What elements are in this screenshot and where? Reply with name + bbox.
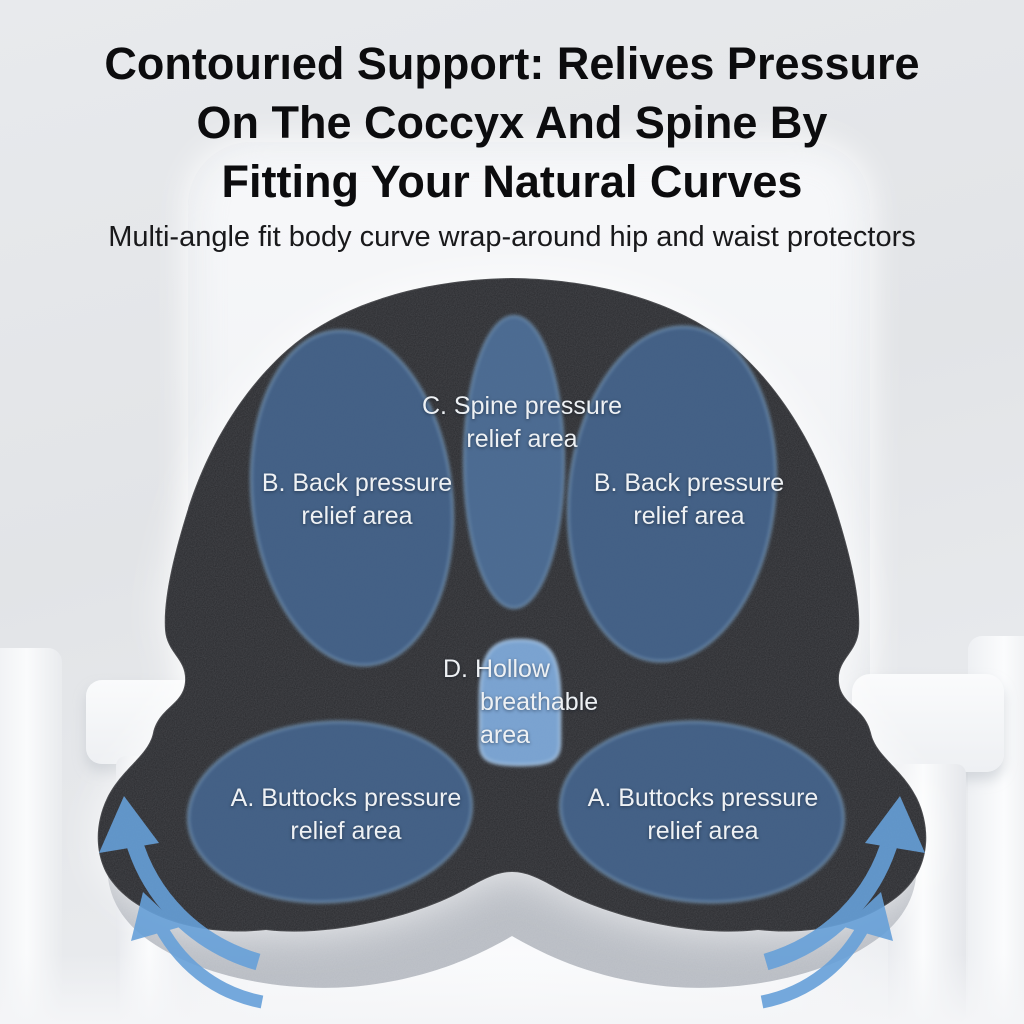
label-buttocks-right-zone: A. Buttocks pressure relief area (588, 782, 819, 848)
label-line: B. Back pressure (261, 469, 453, 497)
page-title-line-2: On The Coccyx And Spine By (196, 97, 828, 148)
label-line: area (480, 721, 531, 749)
label-line: A. Buttocks pressure (230, 784, 462, 812)
label-back-right-zone: B. Back pressure relief area (594, 467, 784, 533)
curved-up-arrow-icon (99, 796, 261, 971)
zone-back-left (249, 329, 455, 667)
zone-spine (462, 314, 566, 610)
zone-hollow (478, 638, 562, 767)
page-title-line-1: Contourıed Support: Relives Pressure (104, 38, 920, 89)
label-line: B. Back pressure (593, 469, 785, 497)
label-line: A. Buttocks pressure (587, 784, 819, 812)
curved-up-arrow-icon (763, 796, 925, 971)
label-line: C. Spine pressure (421, 392, 623, 420)
label-spine-zone: C. Spine pressure relief area (422, 390, 622, 456)
label-hollow-zone: D. Hollow breathable area (443, 653, 598, 752)
curved-up-arrow-small-icon (760, 892, 893, 1009)
label-line: breathable (480, 688, 599, 716)
airflow-arrows-left (99, 796, 264, 1009)
headline-block: Contourıed Support: Relives Pressure On … (0, 34, 1024, 254)
label-line: relief area (633, 502, 745, 530)
page-subtitle: Multi-angle fit body curve wrap-around h… (108, 221, 916, 253)
floor-light (0, 954, 1024, 1024)
label-buttocks-left-zone: A. Buttocks pressure relief area (231, 782, 462, 848)
label-line: relief area (466, 425, 578, 453)
label-line: D. Hollow (443, 655, 550, 683)
page-title-line-3: Fitting Your Natural Curves (221, 156, 803, 207)
curved-up-arrow-small-icon (131, 892, 264, 1009)
zone-buttocks-left (186, 720, 474, 904)
zone-back-right (566, 325, 778, 663)
zone-buttocks-right (558, 720, 846, 904)
label-line: relief area (290, 817, 402, 845)
label-line: relief area (301, 502, 413, 530)
airflow-arrows-right (760, 796, 925, 1009)
label-line: relief area (647, 817, 759, 845)
label-back-left-zone: B. Back pressure relief area (262, 467, 452, 533)
